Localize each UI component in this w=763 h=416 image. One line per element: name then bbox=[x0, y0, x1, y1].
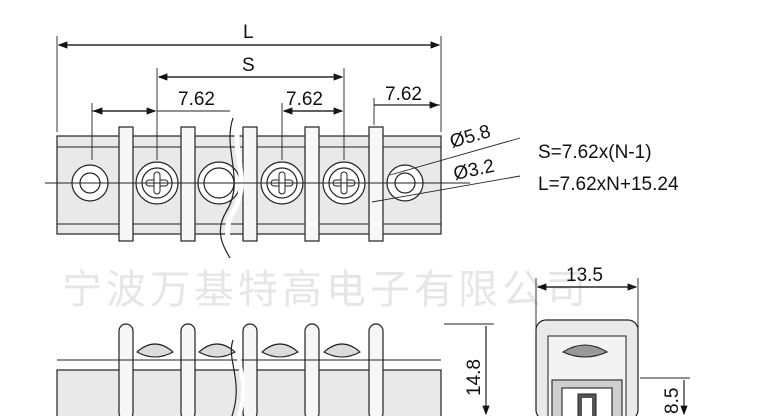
length-formula: L=7.62xN+15.24 bbox=[538, 174, 679, 195]
dim-S-label: S bbox=[242, 55, 255, 76]
break-line bbox=[219, 117, 235, 259]
barrier-post bbox=[304, 126, 320, 242]
dim-side-height: 8.5 bbox=[662, 388, 683, 414]
dim-side-width: 13.5 bbox=[566, 265, 603, 286]
barrier-post bbox=[242, 126, 258, 242]
company-watermark: 宁波万基特高电子有限公司 bbox=[62, 267, 590, 313]
screw-head-icon bbox=[198, 343, 236, 358]
barrier-post bbox=[368, 126, 384, 242]
screw-head-icon bbox=[323, 343, 361, 358]
dim-pitch-left: 7.62 bbox=[178, 89, 215, 110]
side-screw-icon bbox=[561, 344, 609, 358]
top-view: L S 7.62 7.62 7.62 Ø5.8 Ø3.2 bbox=[45, 22, 521, 260]
dim-L-label: L bbox=[243, 22, 254, 43]
span-formula: S=7.62x(N-1) bbox=[538, 142, 652, 163]
front-view: 14.8 bbox=[56, 323, 494, 416]
barrier-post bbox=[118, 126, 134, 242]
screw-head-icon bbox=[261, 343, 299, 358]
dim-inner-diameter: Ø3.2 bbox=[452, 156, 497, 185]
dim-pitch-middle: 7.62 bbox=[286, 89, 323, 110]
barrier-post bbox=[180, 126, 196, 242]
dim-pitch-right: 7.62 bbox=[385, 84, 422, 105]
side-view: 13.5 8.5 bbox=[535, 265, 690, 416]
dim-front-height: 14.8 bbox=[464, 359, 485, 396]
screw-head-icon bbox=[136, 343, 174, 358]
